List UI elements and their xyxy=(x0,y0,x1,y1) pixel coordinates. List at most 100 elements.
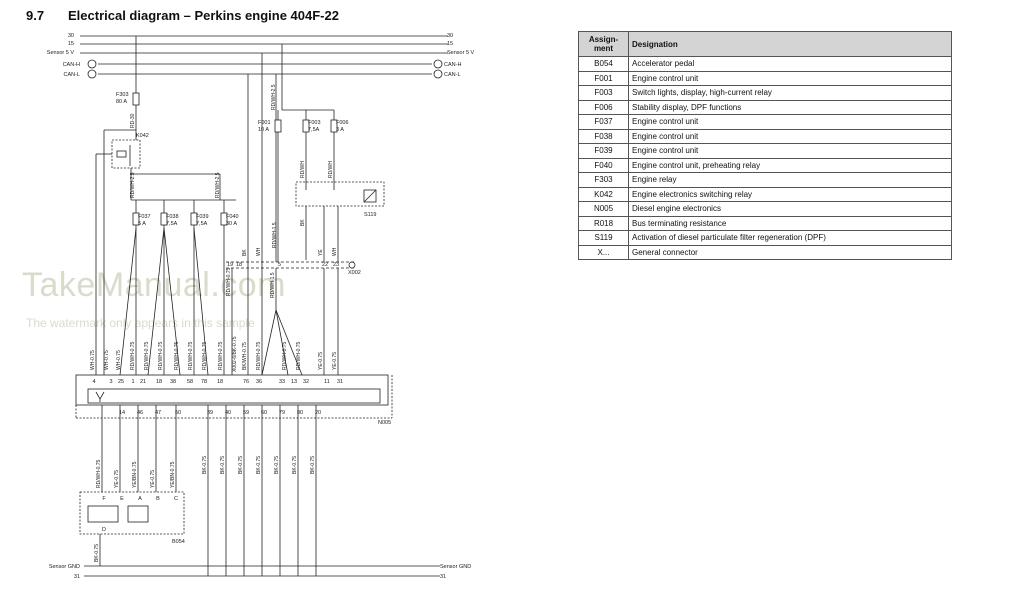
fuse-f006-rating: 3 A xyxy=(336,127,344,133)
ecu-pin: 46 xyxy=(137,410,143,416)
section-number: 9.7 xyxy=(26,8,45,23)
pedal-pin: E xyxy=(120,496,124,502)
x002-pin: 22 xyxy=(322,262,328,268)
wire-label-wh: WH xyxy=(256,247,262,256)
legend-designation: Engine control unit xyxy=(628,143,952,159)
ecu-pin: 18 xyxy=(217,379,223,385)
top-rail-labels: 30 15 Sensor 5 V CAN-H CAN-L 30 15 Senso… xyxy=(47,33,475,78)
wire-label-bottom: BK-0.75 xyxy=(256,456,262,474)
wire-label-bottom: YE-0.75 xyxy=(150,470,156,488)
ecu-pin: 38 xyxy=(170,379,176,385)
rail-sensor5v-right-label: Sensor 5 V xyxy=(447,50,475,56)
relay-k042-label: K042 xyxy=(136,133,149,139)
fuse-f039-rating: 7,5A xyxy=(196,221,208,227)
x002-pins: 19 18 5 22 23 xyxy=(227,262,339,268)
wire-label-mid: RD/WH-0.75 xyxy=(202,341,208,370)
wire-label-rdwh-f006: RD/WH xyxy=(328,161,334,178)
ecu-pin: 78 xyxy=(201,379,207,385)
wire-label-bk-s119: BK xyxy=(300,219,306,226)
ecu-pin: 58 xyxy=(187,379,193,385)
wire-label-bottom: BK-0.75 xyxy=(220,456,226,474)
ecu-pin: 31 xyxy=(337,379,343,385)
wire-label-mid: RD/WH-0.75 xyxy=(174,341,180,370)
legend-code: F039 xyxy=(578,143,629,159)
switch-s119-label: S119 xyxy=(364,212,376,218)
legend-code: F003 xyxy=(578,85,629,101)
legend-row: X...General connector xyxy=(578,244,952,260)
legend-code: F037 xyxy=(578,114,629,130)
legend-header-row: Assign-ment Designation xyxy=(578,31,952,57)
rail-canl-right-label: CAN-L xyxy=(444,72,461,78)
ecu-pin: 4 xyxy=(92,379,95,385)
fuse-f037-name: F037 xyxy=(138,214,151,220)
fuse-f040-name: F040 xyxy=(226,214,239,220)
wire-label-bottom: BK-0.75 xyxy=(202,456,208,474)
ecu-pin: 25 xyxy=(118,379,124,385)
x002-pin: 23 xyxy=(333,262,339,268)
pedal-pin: B xyxy=(156,496,160,502)
wire-label-rdwh25-b: RD/WH-2.5 xyxy=(215,172,221,198)
fuse-f038-name: F038 xyxy=(166,214,179,220)
legend-header-assignment: Assign-ment xyxy=(578,31,629,57)
fuse-f040-rating: 30 A xyxy=(226,221,237,227)
x002-pin: 19 xyxy=(227,262,233,268)
ecu-pin: 36 xyxy=(256,379,262,385)
rail-sensorgnd-right-label: Sensor GND xyxy=(440,564,471,570)
ecu-pin: 33 xyxy=(279,379,285,385)
wire-label-wh-s119: WH xyxy=(332,247,338,256)
x002-pin: 18 xyxy=(236,262,242,268)
wire-labels-top: RD-30 RD/WH-2.5 RD/WH-2.5 RD/WH-2.5 BK W… xyxy=(130,84,338,256)
wire-label-mid: RD/WH-0.75 xyxy=(218,341,224,370)
legend-code: F038 xyxy=(578,128,629,144)
ecu-pin: 14 xyxy=(119,410,125,416)
bottom-rail-labels: Sensor GND 31 Sensor GND 31 xyxy=(49,564,471,580)
pedal-pins: F E A B C D xyxy=(102,496,178,533)
legend-designation: Engine relay xyxy=(628,172,952,188)
legend-designation: Diesel engine electronics xyxy=(628,201,952,217)
wire-label-rdwh25-a: RD/WH-2.5 xyxy=(130,172,136,198)
fuse-f038-rating: 7,5A xyxy=(166,221,178,227)
wire-label-rdwh15: RD/WH-1.5 xyxy=(272,222,278,248)
wire-label-mid: WH-0.75 xyxy=(116,350,122,370)
legend-designation: Engine control unit xyxy=(628,128,952,144)
wire-label-ye-s119: YE xyxy=(318,249,324,256)
legend-designation: Engine control unit, preheating relay xyxy=(628,157,952,173)
ecu-pin: 3 xyxy=(109,379,112,385)
ecu-pin: 59 xyxy=(243,410,249,416)
wire-label-rdwh15-b: RD/WH-1.5 xyxy=(270,272,276,298)
fuse-f037-rating: 5 A xyxy=(138,221,146,227)
rail-15-right-label: 15 xyxy=(447,41,453,47)
ecu-pin: 80 xyxy=(297,410,303,416)
wire-label-bottom: YE/BN-0.75 xyxy=(170,461,176,488)
electrical-diagram: 30 15 Sensor 5 V CAN-H CAN-L 30 15 Senso… xyxy=(47,33,475,580)
fuse-f039-name: F039 xyxy=(196,214,209,220)
ecu-pin: 20 xyxy=(315,410,321,416)
wire-label-mid: WH-0.75 xyxy=(104,350,110,370)
ecu-symbol xyxy=(95,391,105,402)
wire-label-mid: RD/WH-0.75 xyxy=(188,341,194,370)
wire-label-mid: YE-0.75 xyxy=(332,352,338,370)
ecu-bottom-pins: 14 46 47 50 39 40 59 60 79 80 20 xyxy=(119,410,321,416)
legend-code: F303 xyxy=(578,172,629,188)
component-labels: F303 80 A K042 F001 10 A F003 7,5A F006 … xyxy=(116,92,391,545)
legend-code: N005 xyxy=(578,201,629,217)
legend-designation: Bus terminating resistance xyxy=(628,215,952,231)
watermark-subtext: The watermark only appears in this sampl… xyxy=(26,316,255,330)
wire-label-mid: RD/WH-0.75 xyxy=(144,341,150,370)
legend-code: K042 xyxy=(578,186,629,202)
wire-label-bottom: YE/BN-0.75 xyxy=(132,461,138,488)
wiring xyxy=(75,36,440,577)
ecu-pin: 40 xyxy=(225,410,231,416)
legend-designation: Engine control unit xyxy=(628,70,952,86)
ecu-pin: 32 xyxy=(303,379,309,385)
legend-code: F006 xyxy=(578,99,629,115)
top-rails xyxy=(80,35,448,79)
rail-15-left-label: 15 xyxy=(68,41,74,47)
